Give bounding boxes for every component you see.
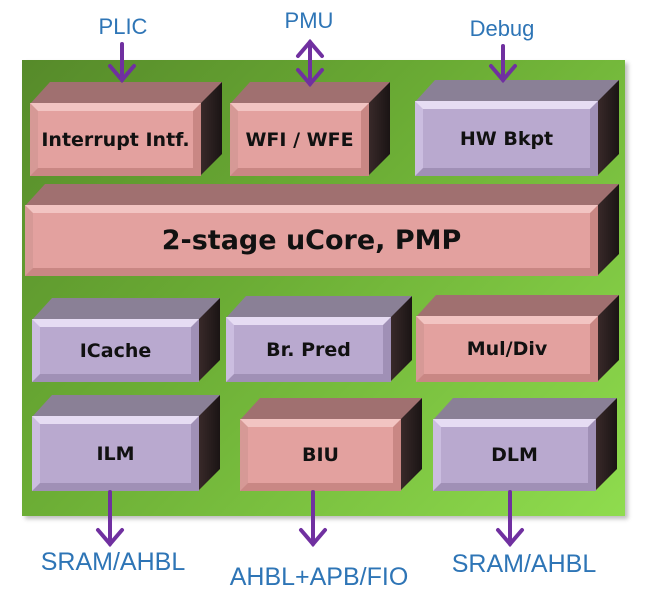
block-dlm-label: DLM [433,419,596,491]
block-muldiv: Mul/Div [416,295,619,382]
block-ilm-label: ILM [32,416,199,491]
block-ilm: ILM [32,395,220,491]
block-interrupt-label: Interrupt Intf. [30,103,201,176]
block-core: 2-stage uCore, PMP [25,184,619,276]
label-debug: Debug [469,16,535,41]
block-wfi: WFI / WFE [230,82,390,176]
arrow-debug [489,44,517,84]
block-brpred-label: Br. Pred [226,317,391,382]
arrow-pmu [296,38,324,88]
arrow-dlm [496,490,524,548]
block-hwbkpt-label: HW Bkpt [415,101,598,176]
label-ilm-bus: SRAM/AHBL [40,548,186,576]
block-hwbkpt: HW Bkpt [415,80,619,176]
label-dlm-bus: SRAM/AHBL [451,550,597,578]
arrow-plic [108,42,136,84]
block-core-label: 2-stage uCore, PMP [25,205,598,276]
label-biu-bus: AHBL+APB/FIO [229,563,409,591]
label-plic: PLIC [98,14,148,39]
block-icache: ICache [32,298,220,382]
block-icache-label: ICache [32,319,199,382]
label-pmu: PMU [284,8,334,33]
block-interrupt: Interrupt Intf. [30,82,222,176]
block-wfi-label: WFI / WFE [230,103,369,176]
block-biu: BIU [240,398,422,491]
block-dlm: DLM [433,398,617,491]
arrow-biu [299,490,327,548]
block-brpred: Br. Pred [226,296,412,382]
block-muldiv-label: Mul/Div [416,316,598,382]
block-biu-label: BIU [240,419,401,491]
arrow-ilm [96,490,124,548]
